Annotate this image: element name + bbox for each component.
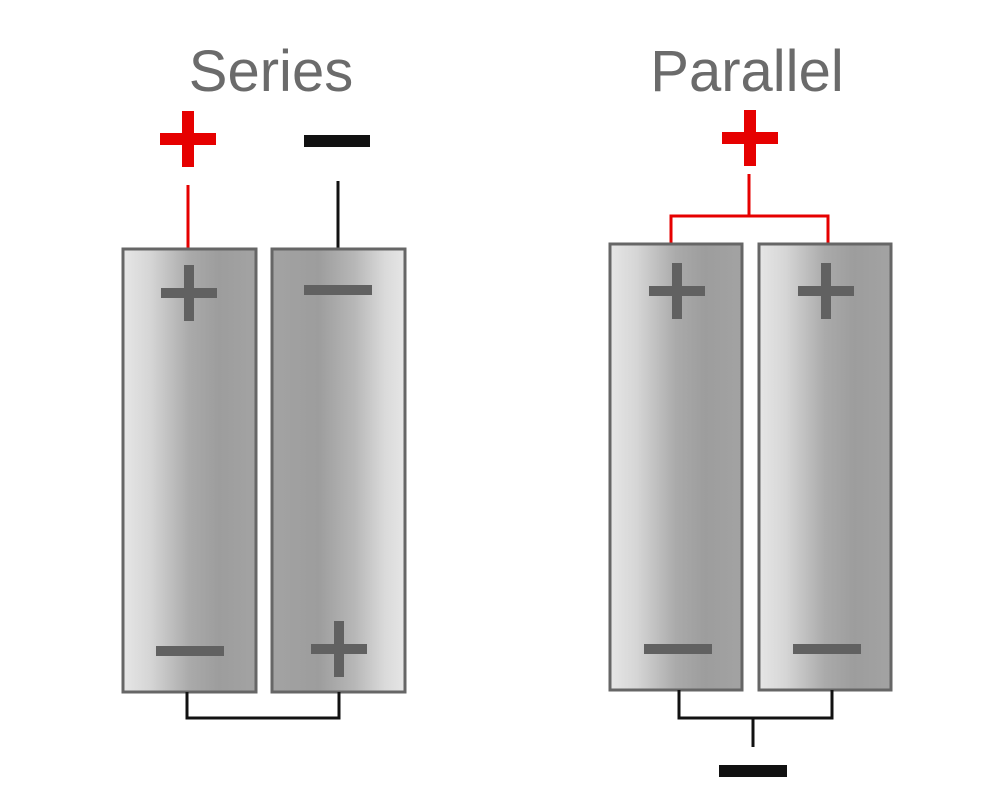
parallel-diagram: Parallel <box>608 39 893 777</box>
parallel-title: Parallel <box>650 39 843 104</box>
series-cell-2 <box>270 247 407 694</box>
series-cell-1 <box>121 247 258 694</box>
minus-icon <box>156 646 224 656</box>
parallel-cell-2 <box>757 242 893 692</box>
minus-icon <box>304 285 372 295</box>
parallel-positive-terminal-icon <box>722 110 778 166</box>
series-diagram: Series <box>121 39 407 720</box>
minus-icon <box>793 644 861 654</box>
parallel-cell-1 <box>608 242 744 692</box>
plus-icon <box>798 263 854 319</box>
plus-icon <box>649 263 705 319</box>
series-link-wire <box>185 692 341 720</box>
parallel-negative-terminal-icon <box>719 765 787 777</box>
plus-icon <box>311 621 367 677</box>
minus-icon <box>644 644 712 654</box>
series-negative-terminal-icon <box>304 135 370 147</box>
plus-icon <box>161 265 217 321</box>
parallel-negative-bus <box>677 690 834 720</box>
series-title: Series <box>189 39 353 104</box>
parallel-positive-bus <box>669 214 830 244</box>
series-positive-terminal-icon <box>160 111 216 167</box>
